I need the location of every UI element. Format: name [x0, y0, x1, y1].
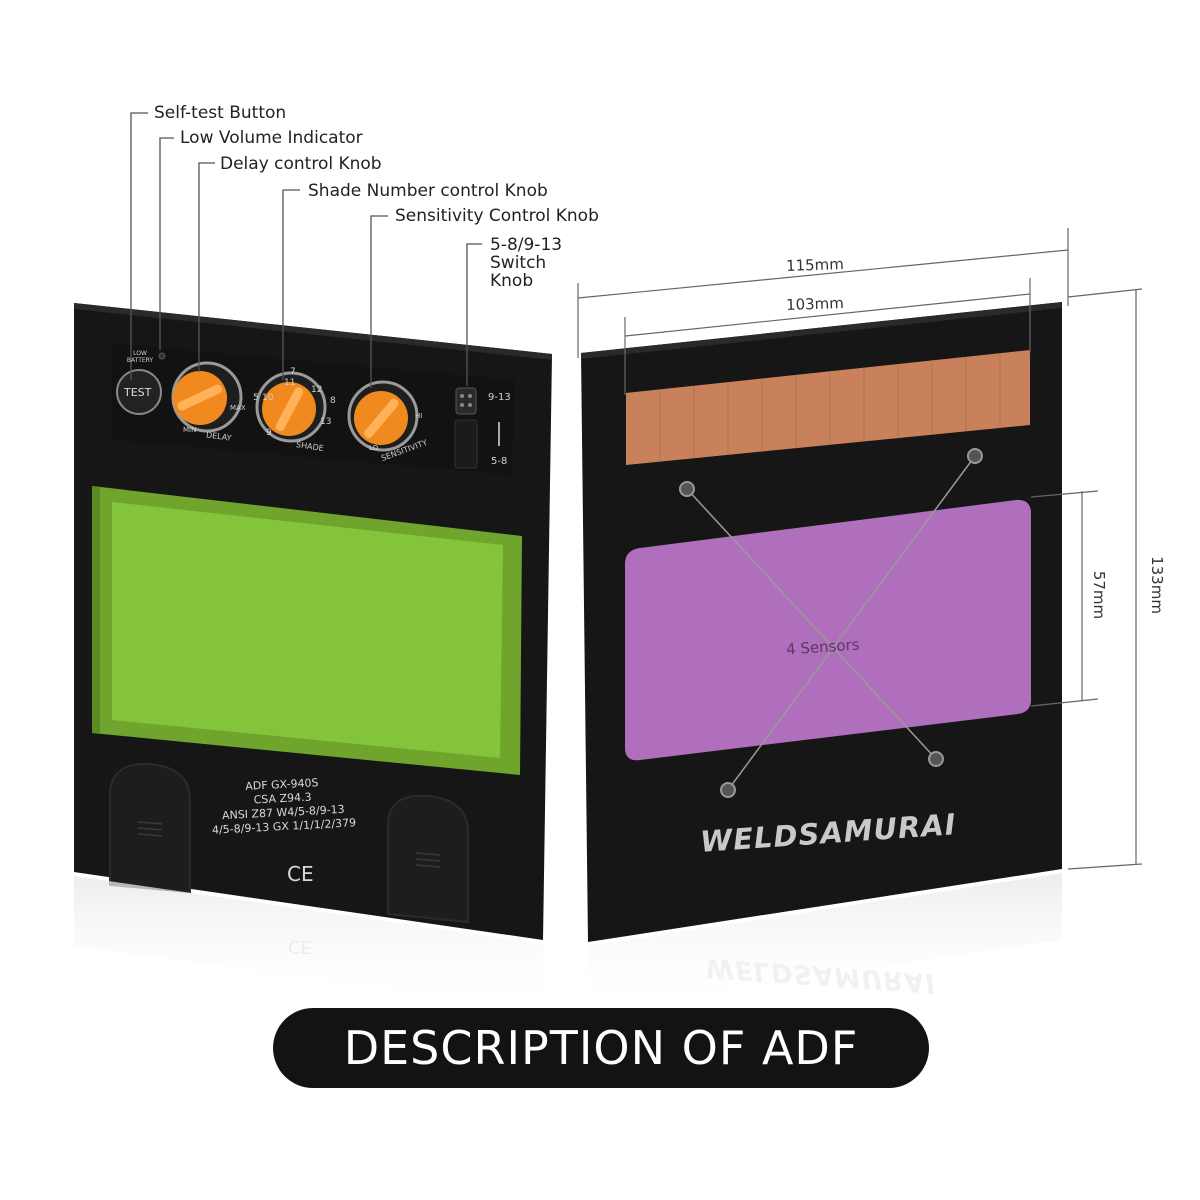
- test-button: [116, 369, 162, 415]
- solar-strip: [626, 350, 1030, 465]
- switch-bottom-label: 5-8: [491, 456, 508, 467]
- sensor-line-b: [727, 455, 976, 791]
- dim-width-inner: 103mm: [785, 293, 845, 315]
- callout-shade: Shade Number control Knob: [308, 181, 548, 201]
- callout-switch: 5-8/9-13 Switch Knob: [490, 236, 562, 290]
- shade-num-10: 10: [262, 393, 274, 403]
- green-lens: [112, 502, 503, 758]
- shade-num-13: 13: [320, 417, 332, 427]
- ce-mark-reflection: CE: [288, 936, 312, 957]
- spec-text: ADF GX-940S CSA Z94.3 ANSI Z87 W4/5-8/9-…: [197, 774, 370, 839]
- callout-self-test: Self-test Button: [154, 103, 287, 123]
- test-label: TEST: [124, 386, 152, 399]
- callout-delay: Delay control Knob: [220, 154, 382, 174]
- low-battery-led: [158, 352, 166, 360]
- front-reflection: [74, 876, 543, 1010]
- delay-max: MAX: [230, 404, 246, 412]
- sensor-dot-4: [720, 782, 736, 798]
- ce-mark: CE: [287, 862, 314, 886]
- callout-switch-line3: Knob: [490, 271, 534, 291]
- switch-top-label: 9-13: [488, 392, 511, 403]
- shade-num-12: 12: [311, 385, 323, 395]
- switch-knob: [455, 387, 477, 415]
- callout-low-volume: Low Volume Indicator: [180, 128, 363, 148]
- sensor-dot-3: [928, 751, 944, 767]
- title-banner: DESCRIPTION OF ADF: [273, 1008, 929, 1088]
- battery-cover-right: [387, 794, 469, 924]
- shade-num-8: 8: [330, 396, 336, 406]
- back-reflection: [588, 873, 1062, 1010]
- delay-min: MIN: [183, 426, 197, 434]
- sensor-line-a: [686, 488, 937, 760]
- sensor-dot-1: [679, 481, 695, 497]
- shade-num-9: 9: [266, 428, 272, 438]
- dim-width-outer: 115mm: [785, 254, 845, 276]
- dimension-lines: [577, 228, 1143, 870]
- sensor-dot-2: [967, 448, 983, 464]
- shade-num-7: 7: [290, 367, 296, 377]
- callout-sensitivity: Sensitivity Control Knob: [395, 206, 599, 226]
- shade-num-5: 5: [253, 393, 259, 403]
- sensitivity-lo: LO: [369, 444, 379, 452]
- front-panel: [74, 303, 552, 940]
- low-battery-label: LOW BATTERY: [126, 350, 154, 364]
- callout-switch-line2: Switch: [490, 253, 547, 273]
- battery-cover-left: [109, 762, 191, 894]
- dim-height-view: 57mm: [1090, 570, 1109, 620]
- shade-num-11: 11: [284, 378, 296, 388]
- callout-switch-line1: 5-8/9-13: [490, 235, 563, 255]
- sensitivity-hi: HI: [415, 412, 423, 420]
- dim-height-outer: 133mm: [1147, 556, 1166, 614]
- back-panel: [581, 302, 1062, 942]
- banner-title: DESCRIPTION OF ADF: [343, 1021, 859, 1075]
- callout-lines: [130, 112, 482, 388]
- purple-lens: [625, 499, 1031, 761]
